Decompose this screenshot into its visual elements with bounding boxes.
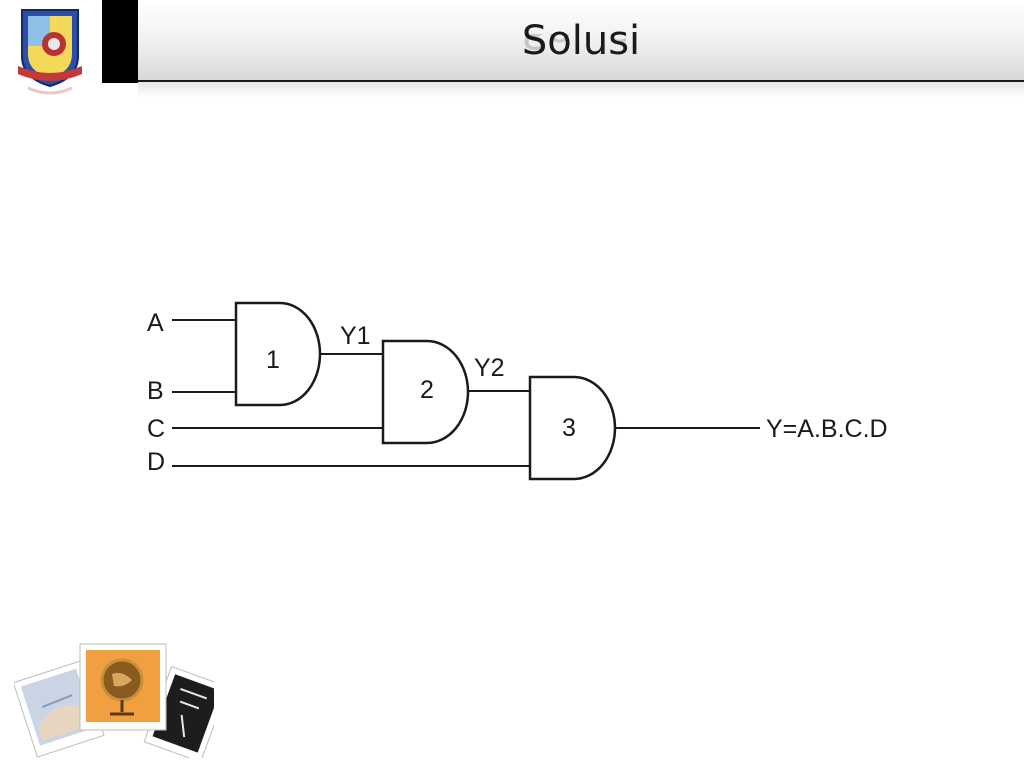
gate-label-2: 2 <box>420 376 434 404</box>
input-label-c: C <box>147 415 165 443</box>
title-accent-bar <box>102 0 138 83</box>
title-shadow <box>138 82 1024 98</box>
and-gate-2 <box>381 339 470 445</box>
output-label: Y=A.B.C.D <box>766 415 888 443</box>
title-bar <box>138 0 1024 82</box>
input-label-d: D <box>147 448 165 476</box>
slide-title: Solusi <box>521 18 641 64</box>
input-label-a: A <box>147 309 164 337</box>
input-label-b: B <box>147 377 164 405</box>
school-crest-icon <box>18 9 82 95</box>
gate-label-3: 3 <box>562 414 576 442</box>
signal-label-y1: Y1 <box>340 322 371 350</box>
gate-label-1: 1 <box>266 346 280 374</box>
and-gate-1 <box>234 301 322 407</box>
signal-label-y2: Y2 <box>474 354 505 382</box>
and-gate-3 <box>528 375 617 481</box>
stacked-photos-icon <box>14 643 214 758</box>
